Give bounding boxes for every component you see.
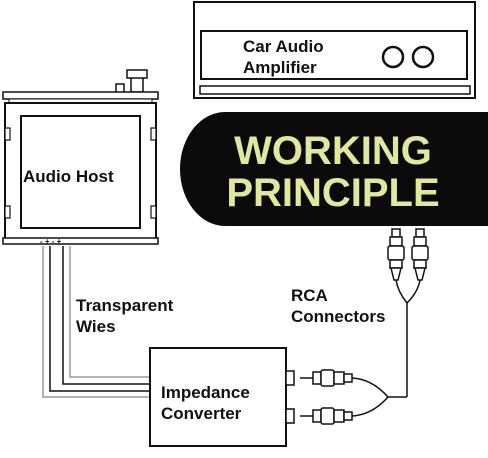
rca-cable-bottom	[351, 303, 408, 417]
host-bracket-left-bottom	[4, 205, 11, 219]
host-bottom-rail	[2, 237, 159, 245]
host-bracket-right-bottom	[150, 205, 157, 219]
wires-label-line2: Wies	[76, 317, 116, 336]
converter-body	[149, 347, 287, 447]
banner-shape	[180, 112, 488, 226]
converter-jack-top	[285, 370, 295, 386]
wire-2	[49, 246, 150, 392]
impedance-converter: Impedance Converter	[149, 347, 295, 447]
converter-jack-bottom	[285, 408, 295, 424]
host-knob-top	[126, 69, 148, 79]
audio-host: Audio Host - + - +	[2, 69, 159, 246]
rca-plug-amplifier-left	[387, 228, 405, 281]
rca-cable-top	[395, 279, 421, 304]
wires-label-line1: Transparent	[76, 296, 174, 315]
banner-title-line2: PRINCIPLE	[226, 171, 439, 215]
rca-plug-converter-top	[300, 369, 353, 387]
rca-label-line1: RCA	[291, 286, 328, 305]
car-audio-amplifier: Car Audio Amplifier	[193, 1, 476, 99]
banner-title-line1: WORKING	[234, 129, 432, 173]
working-principle-banner: WORKING PRINCIPLE	[180, 112, 488, 226]
wire-1	[42, 246, 150, 398]
rca-plug-converter-bottom	[300, 407, 353, 425]
host-bracket-right-top	[150, 127, 157, 141]
wire-3	[62, 246, 150, 385]
host-screen	[20, 115, 141, 229]
host-label: Audio Host	[23, 167, 114, 186]
converter-label-line1: Impedance	[161, 383, 250, 402]
amplifier-label-line1: Car Audio	[243, 37, 324, 56]
amplifier-knob-left	[381, 45, 405, 69]
rca-plug-amplifier-right	[411, 228, 429, 281]
amplifier-knob-right	[411, 45, 435, 69]
host-top-rail	[2, 91, 159, 100]
host-bracket-left-top	[4, 127, 11, 141]
amplifier-label-line2: Amplifier	[243, 58, 317, 77]
transparent-wires	[42, 246, 150, 398]
converter-label-line2: Converter	[161, 404, 242, 423]
wire-4	[69, 246, 150, 378]
amplifier-base	[199, 85, 471, 95]
host-terminal-marks: - + - +	[40, 237, 62, 246]
rca-label-line2: Connectors	[291, 307, 385, 326]
